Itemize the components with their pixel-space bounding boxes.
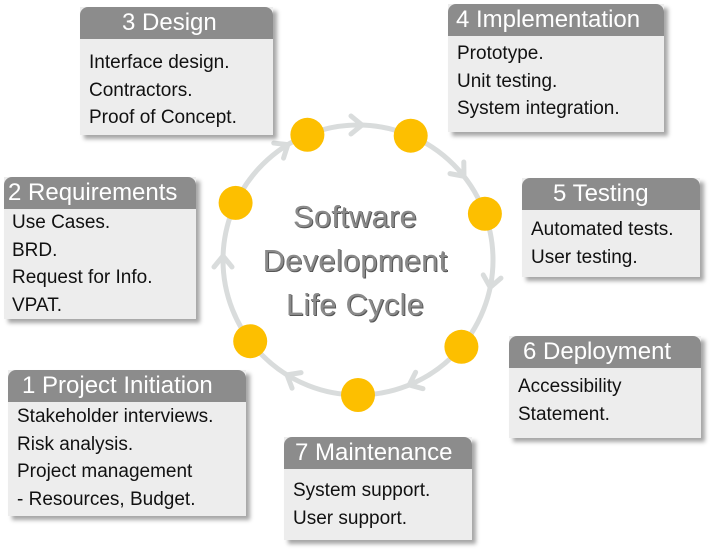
- stage-node: [233, 324, 268, 359]
- center-title-line-2: Development: [262, 243, 448, 278]
- list-item: Request for Info.: [12, 267, 153, 288]
- stage-box-maintenance: 7 Maintenance System support. User suppo…: [284, 437, 472, 540]
- stage-box-requirements: 2 Requirements Use Cases. BRD. Request f…: [4, 177, 196, 319]
- list-item: Risk analysis.: [17, 433, 134, 455]
- stage-header-testing: 5 Testing: [522, 178, 700, 210]
- stage-list-testing: Automated tests. User testing.: [522, 216, 700, 271]
- cycle-arrowhead: [348, 113, 365, 137]
- stage-list-deployment: Accessibility Statement.: [509, 373, 701, 428]
- list-item: Automated tests.: [531, 219, 674, 240]
- stage-node: [444, 329, 479, 364]
- stage-list-requirements: Use Cases. BRD. Request for Info. VPAT.: [4, 209, 196, 319]
- stage-node: [341, 378, 375, 412]
- list-item: Use Cases.: [12, 212, 111, 233]
- stage-box-project-initiation: 1 Project Initiation Stakeholder intervi…: [8, 370, 246, 516]
- list-item: VPAT.: [12, 294, 62, 316]
- stage-list-implementation: Prototype. Unit testing. System integrat…: [448, 40, 664, 123]
- cycle-arrowhead: [447, 159, 467, 179]
- center-title-line-1: Software: [293, 199, 417, 234]
- center-title-line-3: Life Cycle: [285, 287, 425, 322]
- cycle-arrowhead: [284, 370, 304, 391]
- cycle-arrowhead: [271, 140, 291, 161]
- center-title: Software Development Life Cycle: [230, 195, 480, 327]
- list-item: Proof of Concept.: [89, 107, 237, 128]
- stage-box-testing: 5 Testing Automated tests. User testing.: [522, 178, 700, 277]
- list-item: BRD.: [12, 239, 58, 261]
- stage-header-project-initiation: 1 Project Initiation: [8, 370, 246, 402]
- cycle-nodes: [218, 117, 502, 412]
- list-item: User testing.: [531, 246, 638, 268]
- stage-box-deployment: 6 Deployment Accessibility Statement.: [509, 336, 701, 438]
- list-item: - Resources, Budget.: [17, 488, 196, 510]
- list-item: System integration.: [457, 98, 620, 119]
- stage-box-implementation: 4 Implementation Prototype. Unit testing…: [448, 4, 664, 132]
- list-item: User support.: [293, 507, 408, 529]
- list-item: Statement.: [518, 403, 610, 425]
- stage-node: [218, 185, 253, 220]
- list-item: Stakeholder interviews.: [17, 406, 214, 427]
- cycle-arrowhead: [480, 272, 504, 290]
- cycle-arrows: [211, 113, 504, 392]
- stage-node: [467, 196, 502, 231]
- list-item: Contractors.: [89, 79, 193, 101]
- list-item: Project management: [17, 461, 193, 482]
- cycle-arrowhead: [211, 253, 235, 270]
- stage-box-design: 3 Design Interface design. Contractors. …: [80, 7, 273, 135]
- stage-header-maintenance: 7 Maintenance: [284, 437, 472, 469]
- list-item: System support.: [293, 480, 431, 501]
- stage-list-maintenance: System support. User support.: [284, 477, 472, 532]
- stage-list-design: Interface design. Contractors. Proof of …: [80, 49, 273, 132]
- list-item: Accessibility: [518, 376, 622, 397]
- list-item: Prototype.: [457, 43, 544, 64]
- stage-header-design: 3 Design: [80, 7, 273, 39]
- stage-list-project-initiation: Stakeholder interviews. Risk analysis. P…: [8, 403, 246, 513]
- stage-header-deployment: 6 Deployment: [509, 336, 701, 368]
- cycle-arrowhead: [406, 369, 426, 392]
- list-item: Unit testing.: [457, 70, 558, 92]
- stage-header-requirements: 2 Requirements: [4, 177, 196, 209]
- stage-header-implementation: 4 Implementation: [448, 4, 664, 36]
- stage-node: [290, 117, 325, 152]
- list-item: Interface design.: [89, 52, 230, 73]
- stage-node: [393, 118, 428, 153]
